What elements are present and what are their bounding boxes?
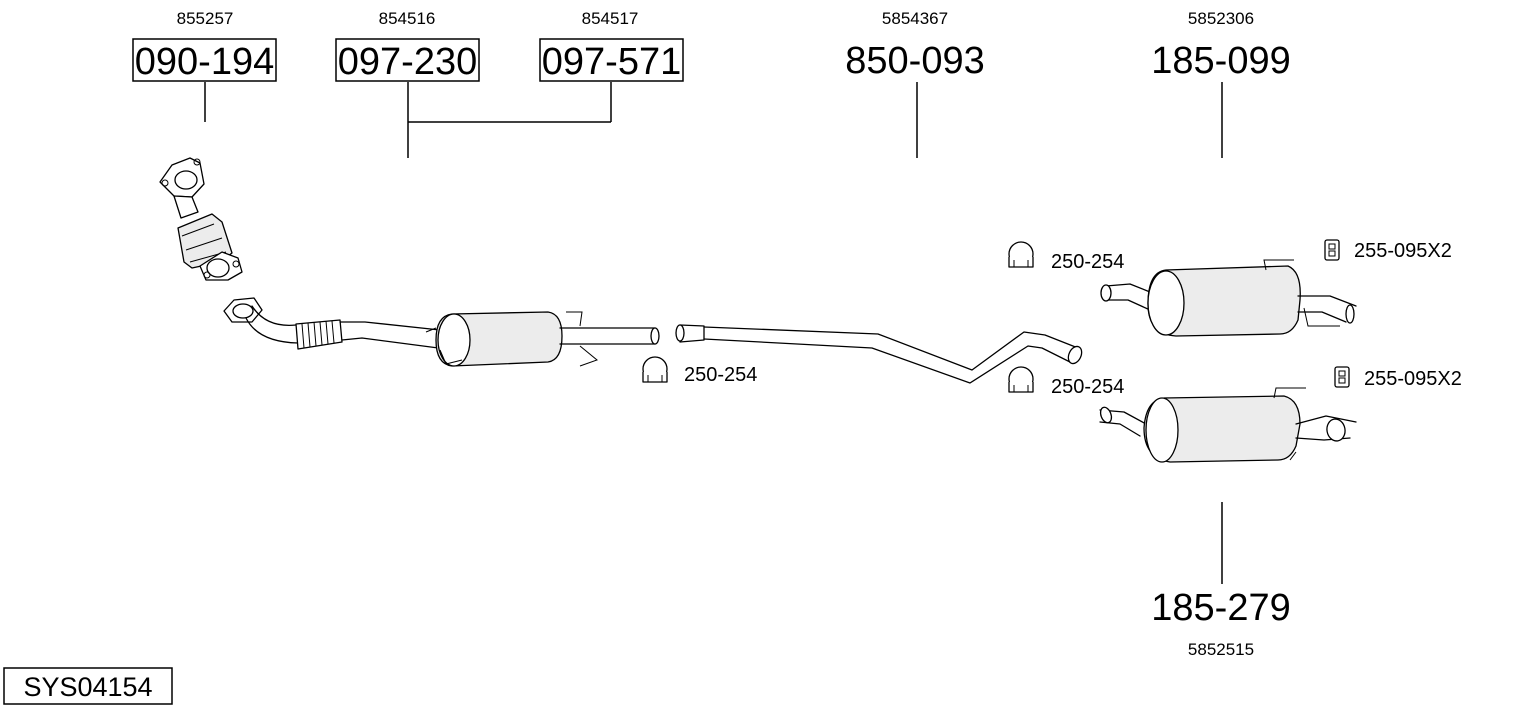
accessory-label: 255-095X2 <box>1364 368 1462 390</box>
accessory-label: 250-254 <box>684 364 757 386</box>
part-label-185-099[interactable]: 5852306 185-099 <box>1151 9 1290 82</box>
accessory-label: 255-095X2 <box>1354 240 1452 262</box>
part-number: 097-571 <box>542 41 681 83</box>
accessory-label: 250-254 <box>1051 376 1124 398</box>
catalytic-converter-drawing[interactable] <box>159 157 243 281</box>
part-number: 185-279 <box>1151 587 1290 629</box>
part-number: 850-093 <box>845 40 984 82</box>
part-label-850-093[interactable]: 5854367 850-093 <box>845 9 984 82</box>
part-label-097-230[interactable]: 854516 097-230 <box>335 9 480 83</box>
part-number-box <box>132 38 277 82</box>
part-label-185-279[interactable]: 185-279 5852515 <box>1151 587 1290 659</box>
part-number-box <box>335 38 480 82</box>
part-number: 090-194 <box>135 41 274 83</box>
accessory-label: 250-254 <box>1051 251 1124 273</box>
accessory-clamp-2[interactable]: 250-254 <box>1008 241 1124 273</box>
front-pipe-drawing[interactable] <box>223 297 660 367</box>
rubber-hanger-icon <box>1324 239 1340 261</box>
part-number-box <box>539 38 684 82</box>
exhaust-clamp-icon <box>1008 241 1034 268</box>
system-code-label: SYS04154 <box>3 667 173 705</box>
oem-number: 854516 <box>379 9 436 28</box>
part-label-090-194[interactable]: 855257 090-194 <box>132 9 277 83</box>
part-number: 185-099 <box>1151 40 1290 82</box>
exhaust-clamp-icon <box>642 356 668 383</box>
oem-number: 5852306 <box>1188 9 1254 28</box>
accessory-clamp-3[interactable]: 250-254 <box>1008 366 1124 398</box>
rear-silencer-185-279-drawing[interactable] <box>1099 387 1357 463</box>
part-number: 097-230 <box>338 41 477 83</box>
accessory-hanger-1[interactable]: 255-095X2 <box>1324 239 1452 262</box>
oem-number: 5854367 <box>882 9 948 28</box>
oem-number: 855257 <box>177 9 234 28</box>
system-code: SYS04154 <box>23 672 152 702</box>
intermediate-pipe-drawing[interactable] <box>675 324 1084 384</box>
oem-number: 5852515 <box>1188 640 1254 659</box>
leader-lines <box>204 82 1223 584</box>
part-label-097-571[interactable]: 854517 097-571 <box>539 9 684 83</box>
accessory-clamp-1[interactable]: 250-254 <box>642 356 757 386</box>
accessory-hanger-2[interactable]: 255-095X2 <box>1334 366 1462 390</box>
rear-silencer-185-099-drawing[interactable] <box>1100 259 1357 337</box>
exhaust-clamp-icon <box>1008 366 1034 393</box>
rubber-hanger-icon <box>1334 366 1350 388</box>
oem-number: 854517 <box>582 9 639 28</box>
